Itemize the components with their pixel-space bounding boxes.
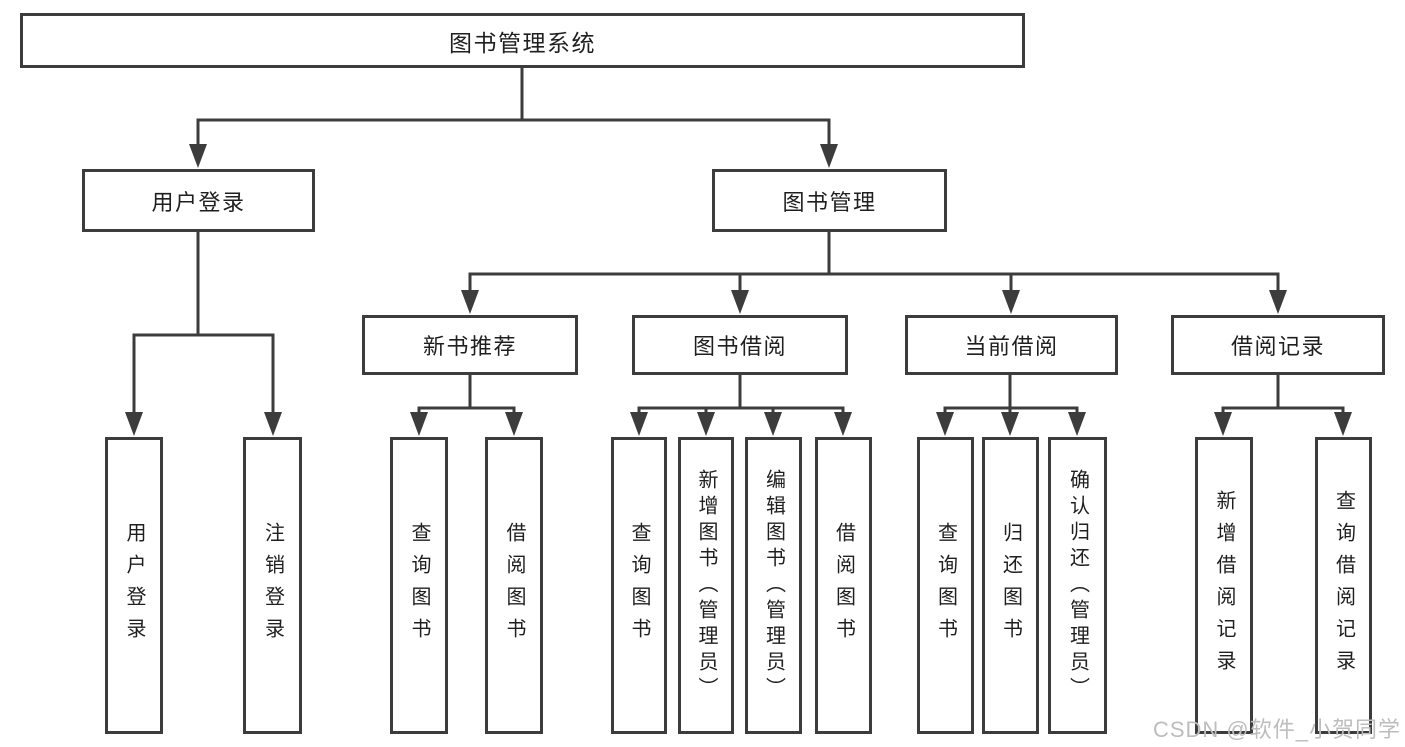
connector-recommend-branch bbox=[417, 406, 516, 416]
arrowhead bbox=[731, 290, 749, 314]
arrowhead bbox=[820, 144, 838, 168]
arrowhead bbox=[461, 290, 479, 314]
connector-user-login-branch bbox=[132, 333, 275, 416]
node-user-login: 用户登录 bbox=[82, 169, 315, 232]
arrowhead bbox=[1002, 290, 1020, 314]
leaf-user-login: 用户登录 bbox=[105, 437, 163, 734]
connector-records-branch bbox=[1221, 406, 1345, 416]
leaf-logout: 注销登录 bbox=[243, 437, 302, 734]
arrowhead bbox=[936, 412, 954, 436]
arrowhead bbox=[697, 412, 715, 436]
arrowheads bbox=[125, 144, 1352, 436]
arrowhead bbox=[1334, 412, 1352, 436]
leaf-query-books-recommend: 查询图书 bbox=[390, 437, 448, 734]
leaf-borrow-books-recommend: 借阅图书 bbox=[485, 437, 543, 734]
watermark-text: CSDN @软件_小贺同学 bbox=[1152, 717, 1401, 742]
leaf-confirm-return-admin: 确认归还（管理员） bbox=[1048, 437, 1107, 734]
node-book-borrow: 图书借阅 bbox=[632, 315, 848, 375]
arrowhead bbox=[125, 412, 143, 436]
arrowhead bbox=[505, 412, 523, 436]
node-new-book-recommend: 新书推荐 bbox=[362, 315, 578, 375]
arrowhead bbox=[264, 412, 282, 436]
connector-book-mgmt-branch bbox=[468, 272, 1280, 294]
arrowhead bbox=[1001, 412, 1019, 436]
arrowhead bbox=[1214, 412, 1232, 436]
arrowhead bbox=[1269, 290, 1287, 314]
connector-borrow-branch bbox=[637, 406, 845, 416]
leaf-add-book-admin: 新增图书（管理员） bbox=[678, 437, 734, 734]
connector-root-branch bbox=[196, 118, 831, 148]
arrowhead bbox=[764, 412, 782, 436]
node-borrow-records: 借阅记录 bbox=[1171, 315, 1385, 375]
arrowhead bbox=[1068, 412, 1086, 436]
node-book-management: 图书管理 bbox=[712, 169, 947, 232]
leaf-return-book: 归还图书 bbox=[982, 437, 1039, 734]
leaf-add-borrow-record: 新增借阅记录 bbox=[1195, 437, 1253, 734]
leaf-query-books-current: 查询图书 bbox=[917, 437, 974, 734]
arrowhead bbox=[189, 144, 207, 168]
leaf-query-borrow-record: 查询借阅记录 bbox=[1315, 437, 1372, 734]
arrowhead bbox=[410, 412, 428, 436]
node-library-management-system: 图书管理系统 bbox=[20, 13, 1025, 68]
leaf-query-books-borrow: 查询图书 bbox=[611, 437, 667, 734]
leaf-borrow-books: 借阅图书 bbox=[815, 437, 872, 734]
arrowhead bbox=[630, 412, 648, 436]
node-current-borrow: 当前借阅 bbox=[905, 315, 1118, 375]
leaf-edit-book-admin: 编辑图书（管理员） bbox=[745, 437, 802, 734]
arrowhead bbox=[834, 412, 852, 436]
